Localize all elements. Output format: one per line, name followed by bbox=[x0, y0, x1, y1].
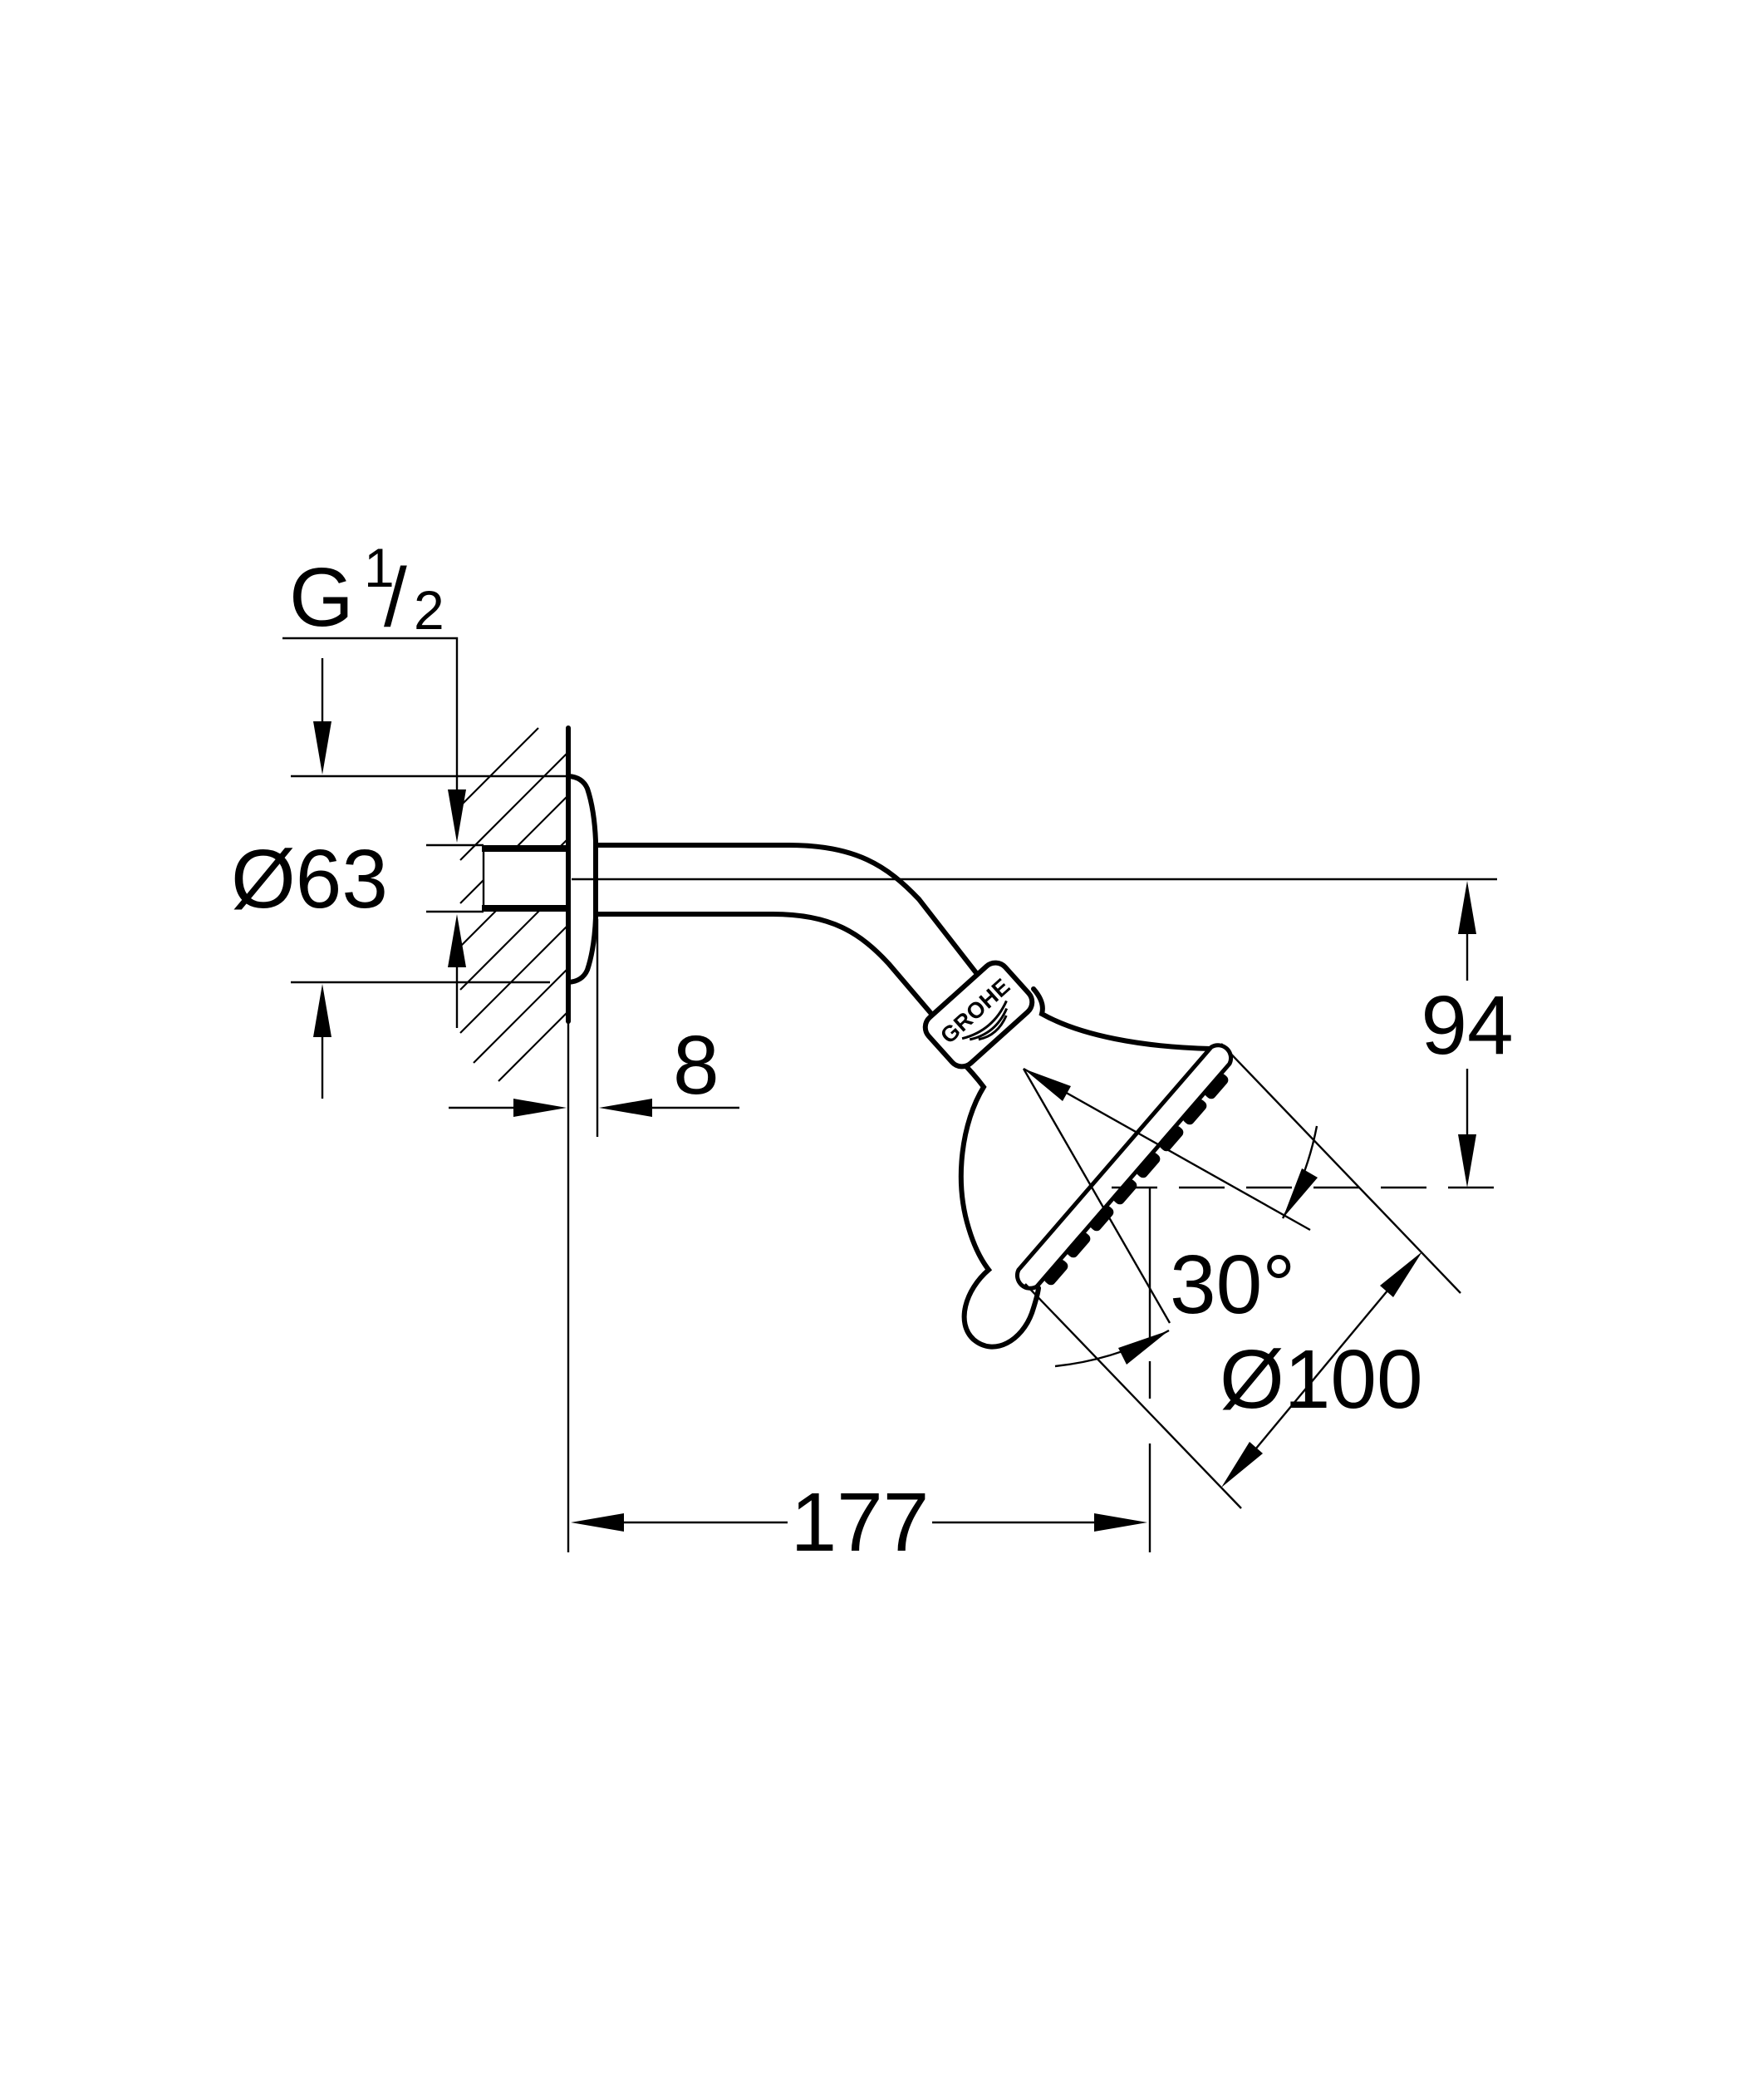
wall-offset-label: 8 bbox=[673, 1019, 719, 1112]
thread-arrow-top bbox=[448, 789, 466, 843]
wall-offset-arrow-right bbox=[599, 1099, 652, 1117]
nozzle bbox=[1204, 1073, 1229, 1099]
nozzle bbox=[1159, 1125, 1184, 1152]
nozzle bbox=[1043, 1259, 1068, 1286]
spray-axis-leader-arrow bbox=[1024, 1069, 1071, 1101]
thread-arrow-bottom bbox=[448, 914, 466, 967]
dimension-drop-height: 94 bbox=[1112, 881, 1514, 1189]
nozzle bbox=[1182, 1099, 1207, 1125]
thread-label-numerator: 1 bbox=[364, 537, 395, 598]
hatch-line bbox=[459, 751, 569, 861]
thread-leader-line bbox=[282, 637, 459, 791]
spray-angle-arc-arrow-upper bbox=[1283, 1168, 1318, 1218]
connector-nut-body bbox=[922, 960, 1035, 1070]
hatch-line bbox=[498, 1011, 569, 1082]
head-top-profile bbox=[1031, 986, 1214, 1051]
grohe-logo-swoosh bbox=[978, 1015, 1008, 1041]
hatch-line bbox=[459, 727, 539, 807]
reach-arrow-right bbox=[1094, 1513, 1147, 1532]
face-extension-upper bbox=[1220, 1043, 1461, 1294]
face-diameter-label: Ø100 bbox=[1220, 1333, 1423, 1426]
hatch-line bbox=[459, 924, 569, 1034]
drop-height-arrow-bottom bbox=[1458, 1134, 1476, 1188]
nozzle bbox=[1136, 1152, 1161, 1178]
nozzle bbox=[1066, 1232, 1091, 1258]
pipe-stub bbox=[482, 845, 568, 912]
grohe-connector-nut: GROHE bbox=[922, 960, 1035, 1070]
spray-face bbox=[1014, 1043, 1234, 1291]
dimension-reach: 177 bbox=[567, 1021, 1151, 1569]
grohe-logo-swoosh bbox=[969, 1007, 1009, 1041]
spray-angle-arc-lower bbox=[1054, 1329, 1170, 1368]
flange-arrow-bottom bbox=[313, 984, 331, 1037]
flange-arrow-top bbox=[313, 721, 331, 775]
drop-height-label: 94 bbox=[1421, 979, 1513, 1072]
pipe-stub-body bbox=[484, 845, 568, 912]
wall-offset-arrow-left bbox=[513, 1099, 567, 1117]
spray-axis-line-60 bbox=[1022, 1068, 1171, 1324]
arm-top-edge bbox=[594, 843, 980, 976]
spray-angle-label: 30° bbox=[1170, 1238, 1295, 1331]
reach-arrow-left bbox=[571, 1513, 624, 1532]
spray-angle-arc-arrow-lower bbox=[1118, 1330, 1169, 1365]
dimension-face-diameter: Ø100 bbox=[1024, 1043, 1461, 1509]
thread-label-denominator: 2 bbox=[414, 579, 444, 641]
arm-bottom-edge bbox=[594, 912, 935, 1017]
face-diameter-dim-line bbox=[1255, 1289, 1389, 1450]
dimension-wall-offset: 8 bbox=[449, 1019, 739, 1117]
grohe-logo-swoosh bbox=[961, 1000, 1008, 1040]
drop-height-arrow-top bbox=[1458, 881, 1476, 934]
dimension-flange-diameter: Ø63 bbox=[231, 658, 568, 1099]
nozzle bbox=[1112, 1178, 1137, 1205]
dimension-thread-g12: G 1 / 2 bbox=[282, 537, 484, 1028]
face-diameter-arrow-upper bbox=[1380, 1252, 1422, 1297]
thread-label-slash: / bbox=[384, 551, 407, 644]
face-diameter-arrow-lower bbox=[1221, 1442, 1263, 1488]
spray-angle-line-30 bbox=[1023, 1067, 1311, 1232]
flange-diameter-label: Ø63 bbox=[231, 833, 388, 926]
spray-angle-arc-upper bbox=[1281, 1125, 1318, 1219]
spray-nozzles bbox=[1043, 1073, 1229, 1286]
shower-arm bbox=[594, 843, 980, 1017]
thread-label-g: G bbox=[289, 551, 354, 644]
hatch-line bbox=[473, 967, 569, 1064]
dimension-spray-angle: 30° bbox=[1022, 1067, 1318, 1368]
head-dome-and-lip bbox=[957, 1057, 1041, 1350]
shower-head-body bbox=[957, 986, 1234, 1350]
reach-label: 177 bbox=[791, 1476, 930, 1569]
face-extension-lower bbox=[1024, 1283, 1242, 1509]
nozzle bbox=[1089, 1205, 1114, 1232]
